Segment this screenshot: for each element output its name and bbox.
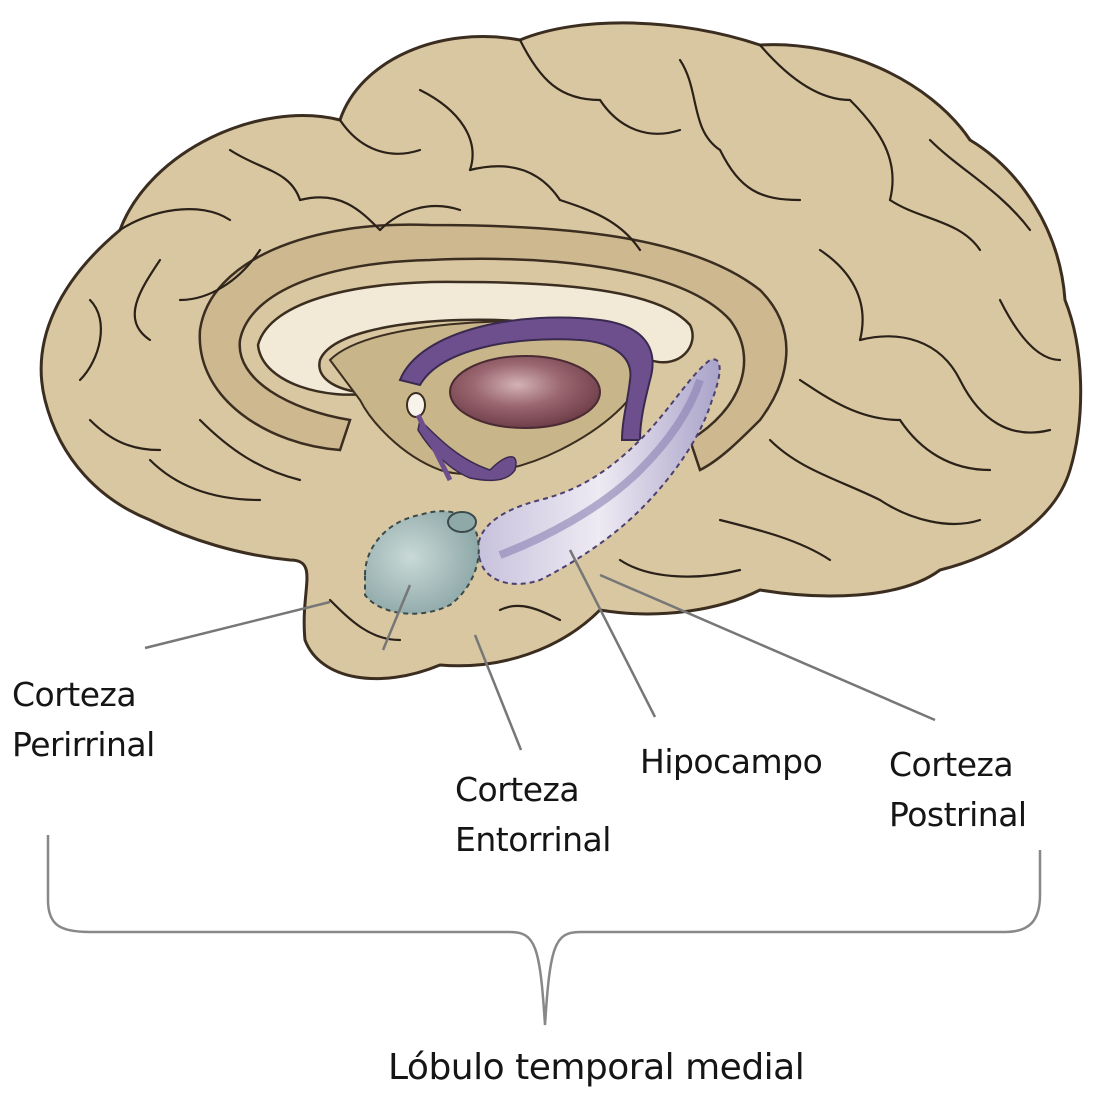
label-postrinal-line2: Postrinal — [889, 790, 1027, 840]
label-hipocampo: Hipocampo — [640, 737, 822, 787]
label-lobulo-temporal-medial: Lóbulo temporal medial — [388, 1044, 804, 1092]
amygdala — [448, 512, 476, 532]
label-corteza-postrinal: Corteza Postrinal — [889, 740, 1027, 840]
label-entorrinal-line1: Corteza — [455, 765, 611, 815]
label-lobulo-text: Lóbulo temporal medial — [388, 1044, 804, 1092]
label-perirrinal-line1: Corteza — [12, 670, 155, 720]
thalamus — [450, 356, 600, 428]
label-corteza-perirrinal: Corteza Perirrinal — [12, 670, 155, 770]
label-perirrinal-line2: Perirrinal — [12, 720, 155, 770]
label-entorrinal-line2: Entorrinal — [455, 815, 611, 865]
leader-postrinal — [600, 575, 935, 720]
label-hipocampo-text: Hipocampo — [640, 737, 822, 787]
leader-perirrinal — [145, 602, 330, 648]
label-postrinal-line1: Corteza — [889, 740, 1027, 790]
anterior-commissure — [407, 393, 425, 417]
label-corteza-entorrinal: Corteza Entorrinal — [455, 765, 611, 865]
